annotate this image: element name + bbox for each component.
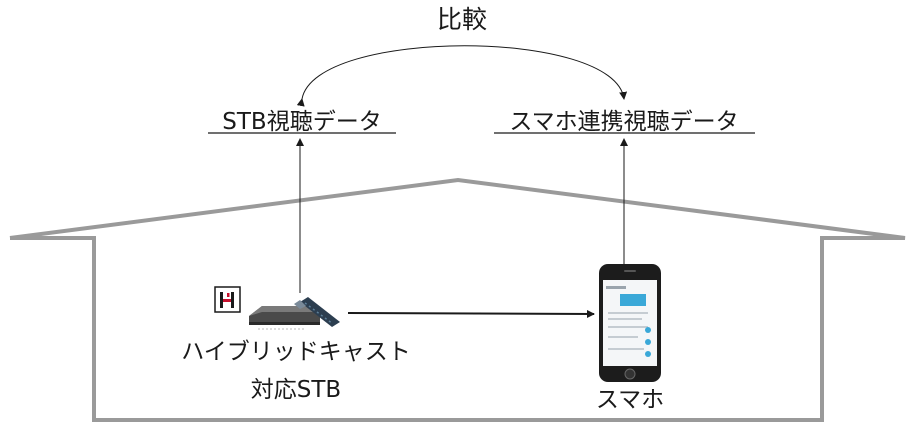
phone-data-label: スマホ連携視聴データ — [509, 109, 738, 135]
set-top-box-icon — [249, 306, 320, 330]
stb-label-line2: 対応STB — [251, 377, 341, 403]
remote-control-icon — [294, 297, 340, 327]
stb-label-line1: ハイブリッドキャスト — [181, 339, 411, 365]
compare-label: 比較 — [437, 5, 487, 34]
stb-data-label: STB視聴データ — [222, 109, 381, 135]
stb-to-phone-arrow — [347, 309, 595, 318]
phone-label: スマホ — [596, 387, 664, 413]
hybridcast-logo-icon — [214, 286, 241, 313]
compare-arc-arrow — [296, 45, 628, 107]
smartphone-icon — [599, 264, 661, 382]
house-outline — [9, 177, 906, 422]
